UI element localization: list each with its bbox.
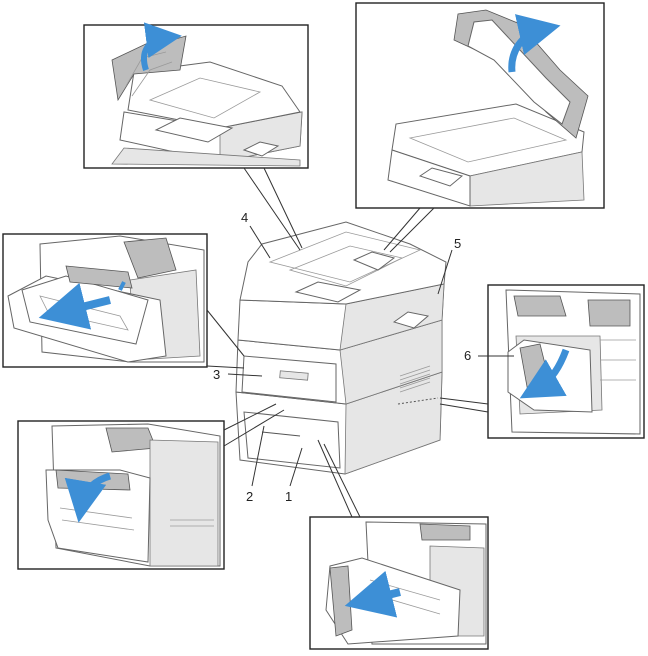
blue-arrow-icon-small bbox=[118, 281, 126, 291]
inset-tray-1 bbox=[309, 516, 489, 650]
document-feeder bbox=[239, 221, 447, 305]
inset-document-feeder-cover bbox=[83, 22, 309, 169]
callout-5: 5 bbox=[454, 236, 461, 251]
leader-lines bbox=[206, 167, 514, 518]
blue-curved-arrow-icon bbox=[64, 472, 112, 523]
side-vent bbox=[399, 365, 431, 393]
callout-6: 6 bbox=[464, 348, 471, 363]
blue-curved-arrow-icon bbox=[141, 22, 182, 71]
inset-scanner-lid bbox=[355, 2, 605, 209]
blue-curved-arrow-icon bbox=[519, 348, 570, 399]
callout-1: 1 bbox=[285, 489, 292, 504]
blue-arrow-icon bbox=[38, 282, 111, 330]
printer-main-unit bbox=[235, 221, 447, 475]
front-door bbox=[241, 355, 337, 403]
callout-2: 2 bbox=[246, 489, 253, 504]
tray-1 bbox=[243, 411, 341, 469]
inset-bypass-tray bbox=[17, 420, 225, 570]
blue-curved-arrow-icon bbox=[508, 14, 561, 73]
callout-3: 3 bbox=[213, 367, 220, 382]
inset-front-door-open bbox=[2, 233, 208, 368]
inset-rear-door bbox=[487, 284, 645, 439]
blue-arrow-icon bbox=[344, 570, 401, 618]
callout-4: 4 bbox=[241, 210, 248, 225]
